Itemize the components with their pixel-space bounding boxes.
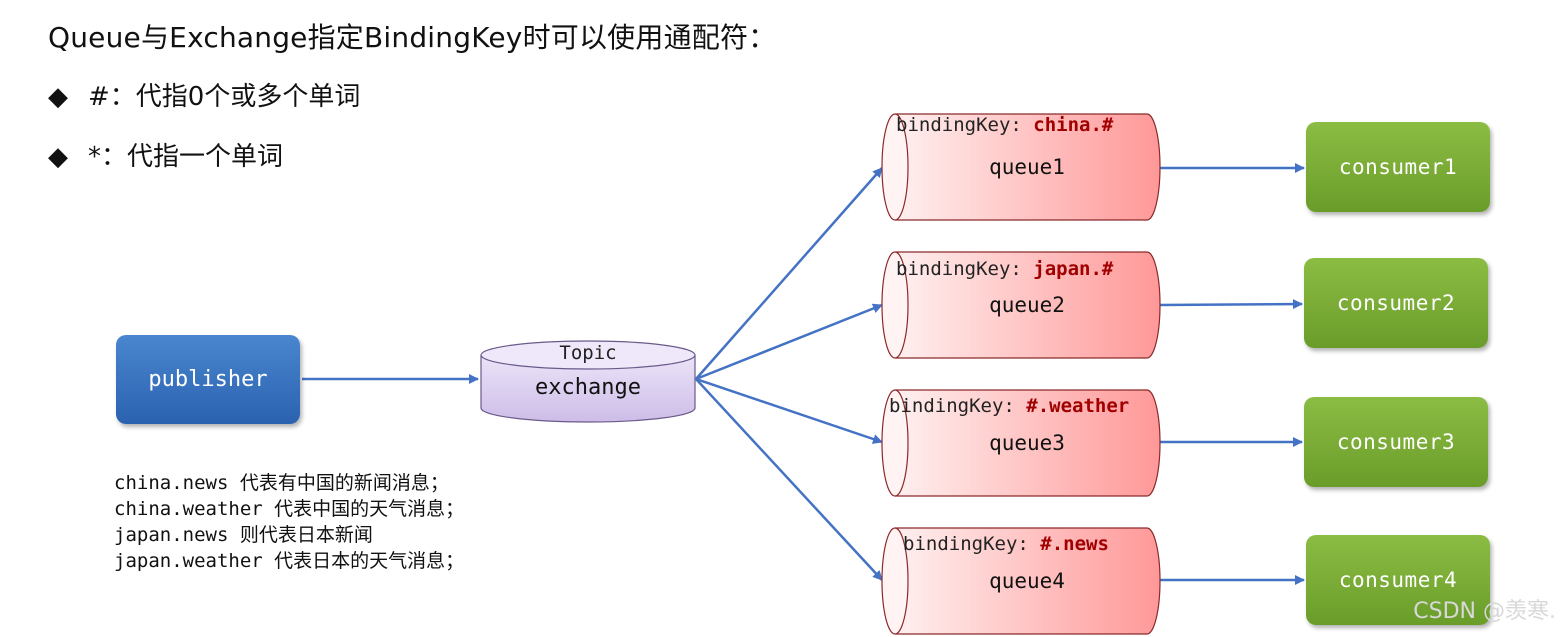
consumer2-label: consumer2: [1336, 291, 1456, 315]
arrow-exchange-queue4: [695, 378, 883, 581]
page-title: Queue与Exchange指定BindingKey时可以使用通配符：: [48, 21, 777, 54]
consumer1-label: consumer1: [1338, 155, 1458, 179]
exchange-label: exchange: [535, 375, 641, 400]
queue1-cylinder: [881, 113, 1161, 221]
exchange-type-label: Topic: [559, 342, 617, 364]
queue1-name: queue1: [989, 155, 1065, 179]
arrow-queue2-consumer2: [1159, 299, 1303, 310]
bullet-star-text: *：代指一个单词: [88, 142, 284, 172]
publisher-label: publisher: [148, 367, 268, 392]
queue3-name: queue3: [989, 431, 1065, 455]
queue3-cylinder: [881, 389, 1161, 497]
consumer3-box: consumer3: [1304, 397, 1488, 487]
exchange-cylinder: [480, 340, 696, 423]
queue2-name: queue2: [989, 293, 1065, 317]
binding-key-value: china.#: [1033, 114, 1114, 136]
queue3-binding-key: bindingKey: #.weather: [889, 395, 1130, 417]
example-line: china.weather 代表中国的天气消息；: [114, 498, 465, 520]
arrow-exchange-queue2: [695, 303, 883, 381]
queue2-binding-key: bindingKey: japan.#: [896, 258, 1114, 280]
consumer2-box: consumer2: [1304, 258, 1488, 348]
bullet-hash: ◆ #：代指0个或多个单词: [48, 76, 360, 113]
bullet-hash-text: #：代指0个或多个单词: [88, 82, 361, 112]
consumer4-label: consumer4: [1338, 568, 1458, 592]
diamond-bullet-icon: ◆: [48, 82, 68, 112]
example-line: china.news 代表有中国的新闻消息；: [114, 472, 449, 494]
queue4-name: queue4: [989, 569, 1065, 593]
diamond-bullet-icon: ◆: [48, 142, 68, 172]
binding-key-value: #.weather: [1026, 395, 1130, 417]
consumer3-label: consumer3: [1336, 430, 1456, 454]
routing-key-examples: china.news 代表有中国的新闻消息； china.weather 代表中…: [114, 470, 464, 574]
watermark: CSDN @羡寒.: [1413, 599, 1556, 624]
publisher-box: publisher: [116, 335, 300, 424]
example-line: japan.news 则代表日本新闻: [114, 524, 373, 546]
queue4-binding-key: bindingKey: #.news: [903, 533, 1109, 555]
bullet-star: ◆ *：代指一个单词: [48, 136, 283, 173]
queue1-binding-key: bindingKey: china.#: [896, 114, 1114, 136]
consumer1-box: consumer1: [1306, 122, 1490, 212]
binding-key-value: #.news: [1040, 533, 1109, 555]
arrow-exchange-queue3: [695, 377, 883, 444]
queue2-cylinder: [881, 251, 1161, 359]
binding-key-value: japan.#: [1033, 258, 1114, 280]
arrow-exchange-queue1: [695, 167, 883, 380]
queue4-cylinder: [881, 527, 1161, 635]
consumer4-box: consumer4: [1306, 535, 1490, 625]
example-line: japan.weather 代表日本的天气消息；: [114, 550, 465, 572]
